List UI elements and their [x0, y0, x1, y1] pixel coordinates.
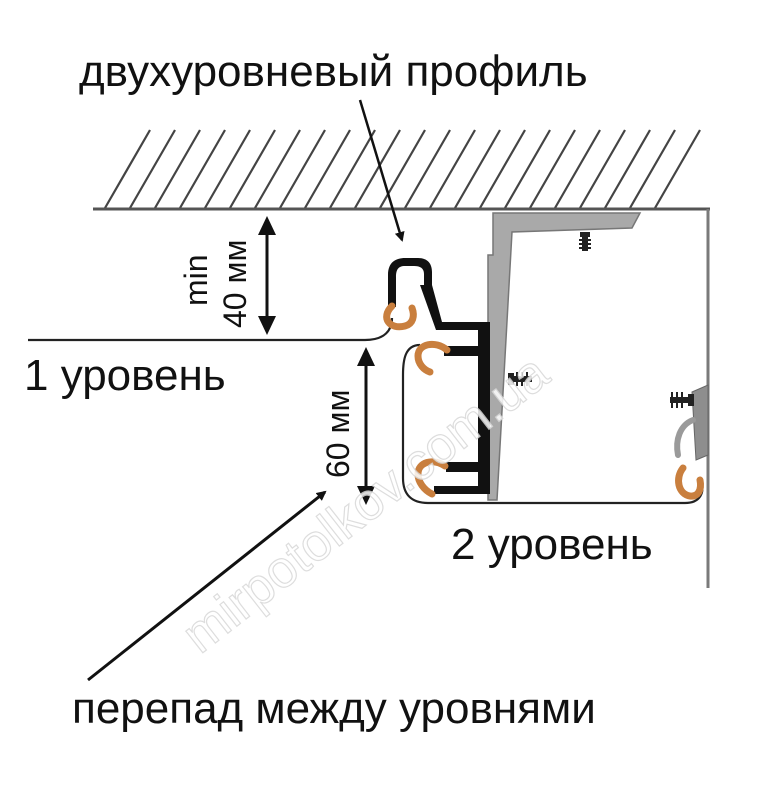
level2-label: 2 уровень	[451, 520, 653, 569]
min-label: min	[178, 254, 214, 306]
profile-label: двухуровневый профиль	[79, 47, 588, 96]
wall-profile-hook	[674, 417, 696, 458]
screw-icon	[508, 372, 532, 386]
two-level-profile	[388, 258, 490, 494]
screw-icon	[670, 392, 694, 408]
min-40mm-label: 40 мм	[217, 240, 253, 328]
dimension-40mm-arrow-bottom	[258, 316, 276, 335]
difference-label: перепад между уровнями	[72, 684, 596, 733]
difference-pointer-arrow	[87, 490, 327, 682]
screw-icon	[579, 232, 591, 251]
dimension-60mm-arrow-top	[357, 347, 375, 366]
level1-label: 1 уровень	[24, 351, 226, 400]
profile-pointer-arrow	[358, 99, 405, 242]
level1-film	[28, 317, 394, 342]
level2-film	[401, 343, 704, 505]
height-60mm-label: 60 мм	[320, 390, 356, 478]
ceiling-hatch	[104, 129, 701, 209]
harpoon-icons	[383, 302, 704, 500]
dimension-60mm-arrow-bottom	[357, 486, 375, 505]
mount-bracket	[487, 212, 642, 501]
dimension-40mm-arrow-top	[258, 216, 276, 235]
wall-profile	[691, 384, 709, 461]
